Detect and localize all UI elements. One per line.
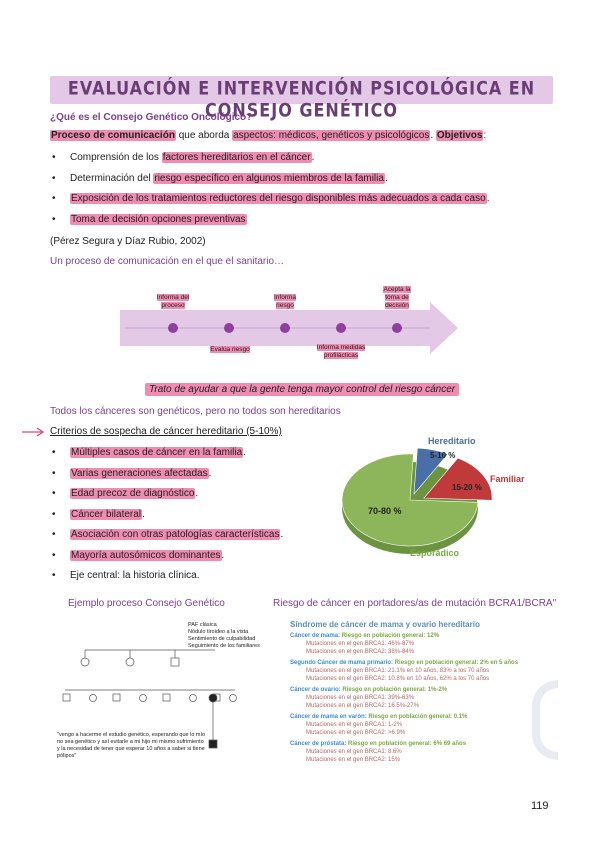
all-cancers-text: Todos los cánceres son genéticos, pero n… [50,406,341,417]
criteria-item: •Edad precoz de diagnóstico. [52,488,199,499]
syndrome-block: Cáncer de próstata: Riesgo en población … [290,740,550,764]
syndrome-row: Mutaciones en el gen BRCA2: >6.9% [306,730,406,736]
decorative-arc [532,680,558,760]
page-number: 119 [531,800,549,812]
syndrome-risk-table: Síndrome de cáncer de mama y ovario here… [290,620,550,767]
timeline-label: Evalúa riesgo [210,346,250,353]
arrow-icon [22,427,46,440]
criteria-item: •Asociación con otras patologías caracte… [52,529,284,540]
def-term: Proceso de comunicación [50,130,176,141]
legend-item: Sentimiento de culpabilidad [188,636,256,642]
pedigree-diagram: PAF clásica Nódulo tiroideo a la vista S… [55,620,275,770]
syndrome-title: Síndrome de cáncer de mama y ovario here… [290,620,480,629]
def-colon: : [483,130,487,141]
objective-item: •Comprensión de los factores hereditario… [52,152,315,163]
timeline-dot [280,323,290,333]
pedigree-tree [62,649,237,749]
risk-title: Riesgo de cáncer en portadores/as de mut… [273,598,557,609]
pie-label-hereditario: Hereditario [428,436,476,446]
definition: Proceso de comunicación que aborda aspec… [50,130,486,141]
process-intro: Un proceso de comunicación en el que el … [50,256,285,267]
timeline-arrow [120,302,458,354]
syndrome-row: Mutaciones en el gen BRCA2: 15% [306,757,401,763]
pedigree-legend: PAF clásica Nódulo tiroideo a la vista S… [188,622,260,650]
pedigree-quote: "vengo a hacerme el estudio genético, es… [57,732,206,759]
def-aspects: aspectos: médicos, genéticos y psicológi… [232,130,431,141]
pie-label-familiar: Familiar [490,474,525,484]
def-objectives: Objetivos [435,130,484,141]
criteria-item: •Cáncer bilateral. [52,508,145,520]
timeline-label: Informa riesgo [273,294,297,309]
title-bar: EVALUACIÓN E INTERVENCIÓN PSICOLÓGICA EN… [50,76,553,121]
citation: (Pérez Segura y Díaz Rubio, 2002) [50,236,206,247]
pie-value-esporadico: 70-80 % [368,506,402,516]
timeline-label: Acepta la toma de decisión [383,286,411,309]
syndrome-blocks: Cáncer de mama: Riesgo en población gene… [290,632,550,764]
timeline-label: Informa del proceso [156,294,190,309]
syndrome-row: Mutaciones en el gen BRCA2: 16.5%-27% [306,703,420,709]
syndrome-row: Mutaciones en el gen BRCA1: 1-2% [306,722,403,728]
pie-label-esporadico: Esporádico [410,548,460,558]
criteria-item: •Eje central: la historia clínica. [52,570,200,581]
syndrome-row: Mutaciones en el gen BRCA1: 46%-87% [306,641,415,647]
timeline-label: Informa medidas profilácticas [316,344,366,359]
timeline-dot [336,323,346,333]
criteria-item: •Múltiples casos de cáncer en la familia… [52,447,246,458]
pie-value-familiar: 15-20 % [452,483,482,492]
def-text: que aborda [175,130,233,141]
syndrome-block: Cáncer de mama: Riesgo en población gene… [290,632,550,656]
objective-item: •Exposición de los tratamientos reductor… [52,193,490,204]
section-question: ¿Qué es el Consejo Genético Oncológico? [50,112,253,123]
criteria-item: •Mayoría autosómicos dominantes. [52,549,225,561]
pie-slice-hereditario [413,447,449,495]
legend-item: PAF clásica [188,622,217,628]
syndrome-row: Mutaciones en el gen BRCA2: 38%-84% [306,649,415,655]
timeline-dot [168,323,178,333]
criteria-title: Criterios de sospecha de cáncer heredita… [50,426,282,437]
syndrome-row: Mutaciones en el gen BRCA1: 39%-63% [306,695,415,701]
def-sep: . [430,130,436,141]
pie-value-hereditario: 5-10 % [430,451,455,460]
objective-item: •Determinación del riesgo específico en … [52,172,388,184]
legend-item: Nódulo tiroideo a la vista [188,629,249,635]
pie-slice-esporádico [341,453,479,547]
objective-item: •Toma de decisión opciones preventivas [52,213,247,225]
syndrome-block: Cáncer de mama en varón: Riesgo en pobla… [290,713,550,737]
syndrome-block: Cáncer de ovario: Riesgo en población ge… [290,686,550,710]
syndrome-block: Segundo Cáncer de mama primario: Riesgo … [290,659,550,683]
origin-pie-chart: Hereditario 5-10 % Familiar 15-20 % 70-80 % E… [341,436,525,558]
syndrome-row: Mutaciones en el gen BRCA2: 10.8% en 10 … [306,676,490,682]
timeline-dot [392,323,402,333]
timeline-caption: Trato de ayudar a que la gente tenga may… [145,383,460,396]
syndrome-row: Mutaciones en el gen BRCA1: 8.6% [306,749,402,755]
timeline-dot [224,323,234,333]
example-title: Ejemplo proceso Consejo Genético [68,598,225,609]
legend-item: Seguimiento de los familiares [188,643,260,649]
page-title: EVALUACIÓN E INTERVENCIÓN PSICOLÓGICA EN… [67,77,536,121]
criteria-item: •Varias generaciones afectadas. [52,467,212,479]
pie-slice-familiar [423,457,493,501]
syndrome-row: Mutaciones en el gen BRCA1: 21.1% en 10 … [306,668,490,674]
process-timeline: Informa del proceso Informa riesgo Acept… [120,282,460,362]
